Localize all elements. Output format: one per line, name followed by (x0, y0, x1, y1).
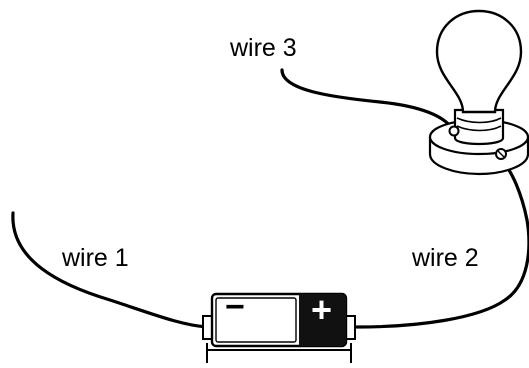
wire-1-label: wire 1 (62, 244, 129, 272)
wire-1 (11, 211, 209, 329)
wire-3 (280, 68, 455, 132)
battery-icon (202, 292, 356, 363)
wire-2 (355, 158, 529, 329)
battery-positive-symbol: + (311, 289, 333, 330)
wire-3-label: wire 3 (230, 34, 297, 62)
wire-2-label: wire 2 (412, 244, 479, 272)
light-bulb-icon (428, 9, 529, 176)
battery-negative-symbol: − (225, 288, 245, 326)
